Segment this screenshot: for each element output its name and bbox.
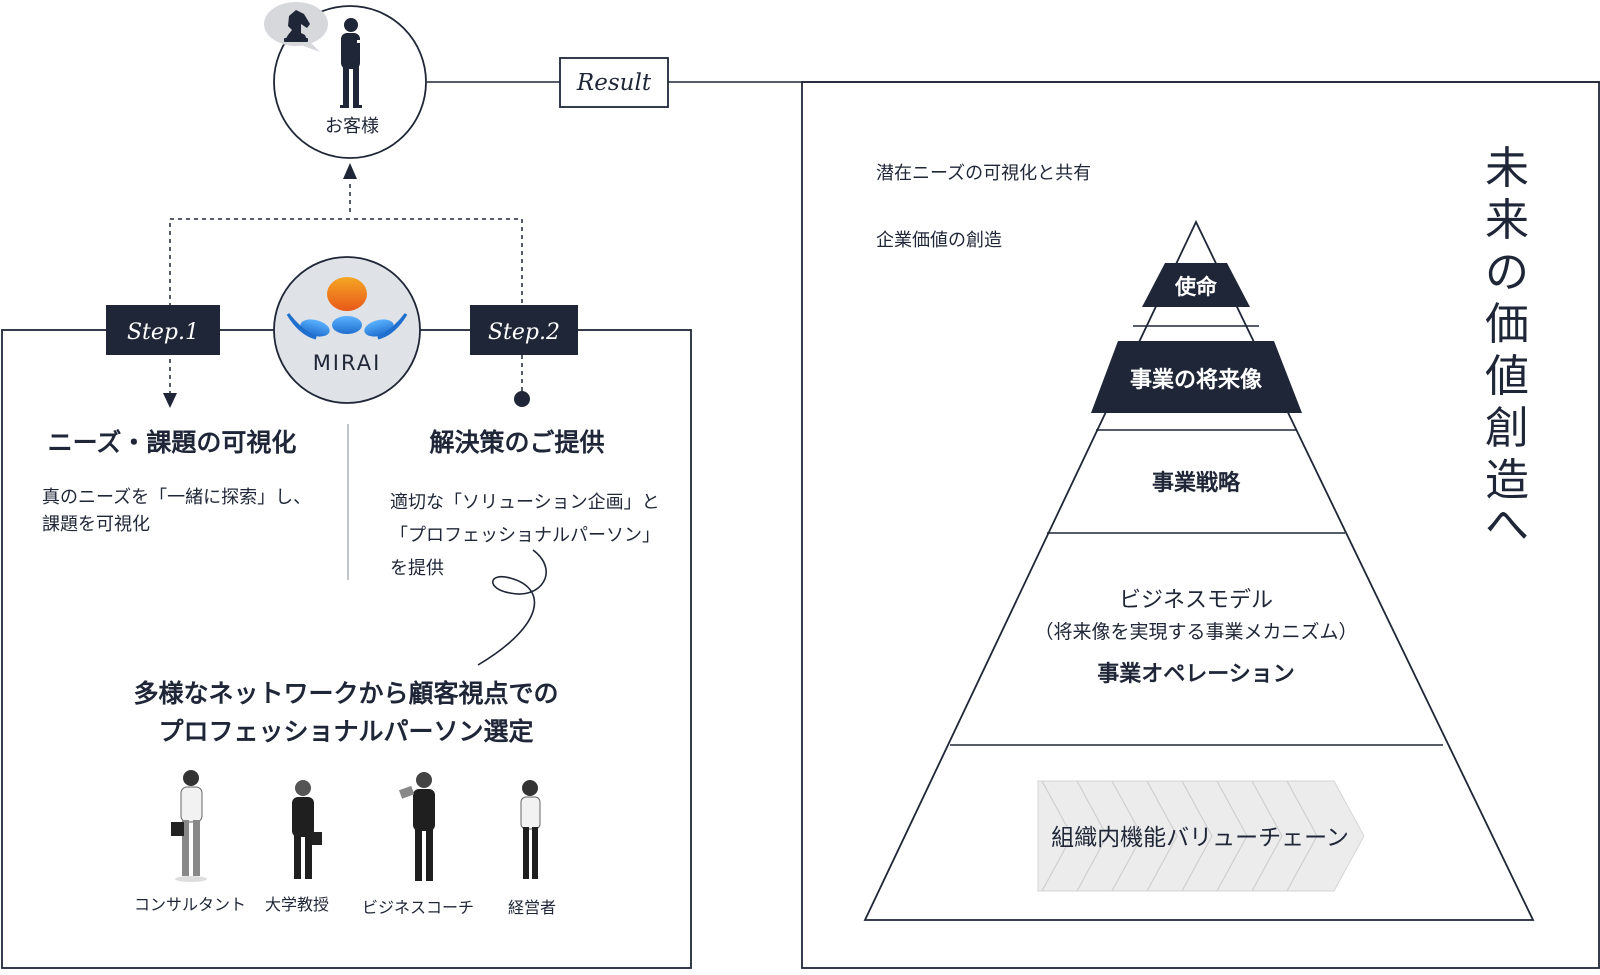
- step1-desc-line1: 真のニーズを「一緒に探索」し、: [42, 487, 311, 508]
- network-title-line2: プロフェッショナルパーソン選定: [158, 717, 533, 746]
- vertical-title-char: 価: [1485, 299, 1529, 350]
- left-box: [1, 329, 692, 969]
- person-professor-icon: [292, 780, 322, 879]
- pyramid-mission-label: 使命: [1174, 275, 1218, 299]
- step2-label: Step.2: [488, 320, 560, 345]
- step2-endpoint-dot: [514, 391, 530, 407]
- step1-label: Step.1: [127, 320, 199, 345]
- pyramid-strategy-label: 事業戦略: [1152, 470, 1241, 496]
- value-chain-chevrons: 組織内機能バリューチェーン: [1037, 780, 1365, 892]
- arrow-up-icon: [343, 163, 357, 179]
- vertical-title: 未 来 の 価 値 創 造 へ: [1485, 143, 1529, 551]
- arrow-down-icon: [163, 393, 177, 408]
- pyramid: 使命 事業の将来像 事業戦略 ビジネスモデル （将来像を実現する事業メカニズム）…: [863, 219, 1535, 921]
- step2-desc-line2: 「プロフェッショナルパーソン」: [390, 525, 660, 546]
- vertical-title-char: 値: [1485, 351, 1529, 402]
- vertical-title-char: の: [1485, 247, 1529, 298]
- pyramid-business-model-sub: （将来像を実現する事業メカニズム）: [1034, 621, 1357, 643]
- right-box: [801, 81, 1600, 969]
- step2-tag: Step.2: [470, 305, 578, 355]
- pyramid-future-band: [1091, 341, 1302, 413]
- person-label-business-coach: ビジネスコーチ: [362, 898, 474, 917]
- step2-title: 解決策のご提供: [429, 428, 604, 457]
- pyramid-business-model-label: ビジネスモデル: [1119, 588, 1273, 613]
- vertical-title-char: 創: [1485, 403, 1529, 454]
- person-executive-icon: [520, 780, 541, 879]
- logo-sun: [327, 277, 367, 311]
- value-chain-label: 組織内機能バリューチェーン: [1051, 825, 1349, 851]
- result-tag: Result: [559, 57, 669, 108]
- customer-label: お客様: [325, 116, 379, 137]
- chess-knight-icon: [284, 10, 310, 42]
- pyramid-operation-label: 事業オペレーション: [1097, 661, 1295, 687]
- person-label-consultant: コンサルタント: [134, 895, 246, 914]
- step2-desc-line1: 適切な「ソリューション企画」と: [390, 492, 660, 513]
- customer-node: お客様: [264, 2, 427, 159]
- step1-title: ニーズ・課題の可視化: [48, 428, 297, 457]
- step1-tag: Step.1: [106, 305, 220, 355]
- person-business-coach-icon: [398, 772, 435, 881]
- vertical-title-char: へ: [1485, 500, 1529, 551]
- note-latent-needs: 潜在ニーズの可視化と共有: [876, 163, 1091, 184]
- person-label-professor: 大学教授: [265, 895, 329, 914]
- pyramid-future-label: 事業の将来像: [1130, 367, 1263, 393]
- pyramid-mission-band: [1142, 263, 1250, 307]
- curly-connector: [477, 549, 547, 666]
- result-label: Result: [576, 70, 652, 96]
- customer-figure: [340, 18, 365, 108]
- mirai-logo: MIRAI: [273, 256, 421, 404]
- note-corporate-value: 企業価値の創造: [876, 230, 1002, 251]
- vertical-title-char: 来: [1485, 195, 1529, 246]
- vertical-title-char: 造: [1485, 455, 1529, 506]
- person-consultant-icon: [171, 770, 207, 882]
- network-title-line1: 多様なネットワークから顧客視点での: [133, 679, 558, 708]
- step1-desc-line2: 課題を可視化: [42, 514, 150, 535]
- logo-text: MIRAI: [313, 351, 382, 375]
- person-label-executive: 経営者: [508, 898, 556, 917]
- vertical-title-char: 未: [1485, 143, 1529, 194]
- step2-desc-line3: を提供: [390, 558, 444, 579]
